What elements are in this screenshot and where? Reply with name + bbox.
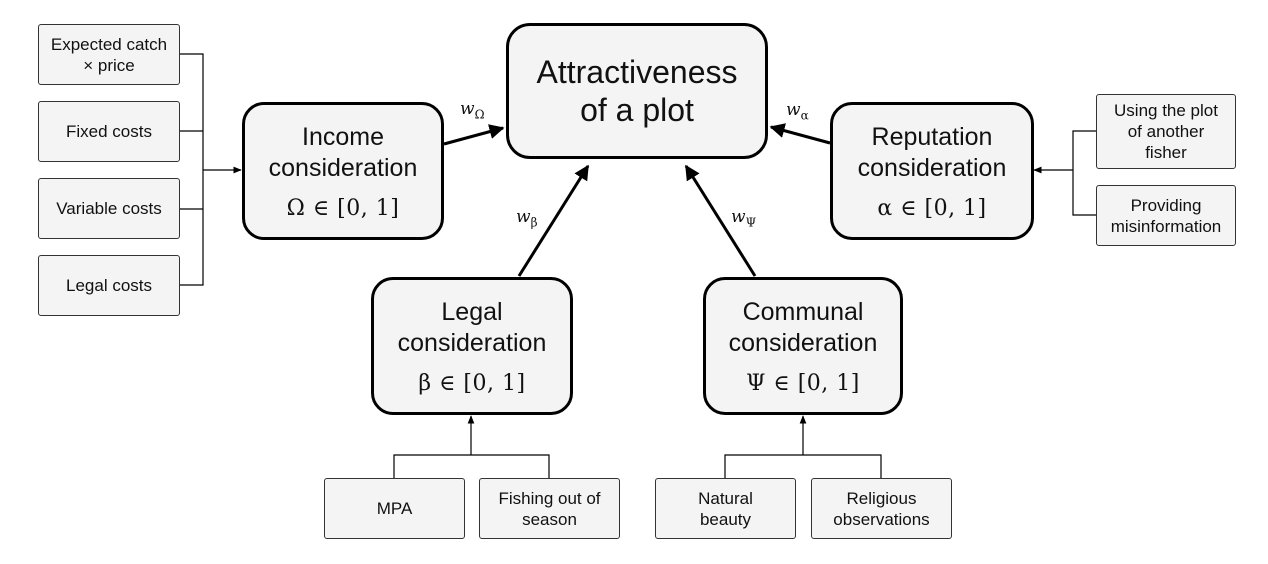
input-fixed-costs: Fixed costs [38,101,180,162]
reputation-consideration-box: Reputation consideration α ∈ [0, 1] [830,102,1034,240]
income-inputs-bracket [180,53,242,286]
communal-consideration-box: Communal consideration Ψ ∈ [0, 1] [703,277,903,415]
communal-weight-label: wΨ [731,207,757,230]
input-fishing-out-of-season: Fishing out of season [479,478,620,539]
input-religious-observations: Religious observations [811,478,952,539]
input-legal-costs: Legal costs [38,255,180,316]
income-title: Income consideration [268,122,418,182]
reputation-weight-arrow [769,123,831,145]
legal-weight-arrow [517,164,590,277]
legal-inputs-bracket [393,415,550,478]
income-weight-arrow [443,124,505,146]
income-consideration-box: Income consideration Ω ∈ [0, 1] [242,102,444,240]
communal-formula: Ψ ∈ [0, 1] [746,370,860,396]
communal-inputs-bracket [724,415,882,478]
weighted-arrows [443,123,831,277]
input-mpa: MPA [324,478,465,539]
input-expected-catch-price: Expected catch × price [38,24,180,85]
attractiveness-title: Attractiveness of a plot [536,54,738,128]
legal-title: Legal consideration [397,297,547,357]
reputation-formula: α ∈ [0, 1] [877,195,987,221]
income-formula: Ω ∈ [0, 1] [286,195,400,221]
communal-title: Communal consideration [728,297,878,357]
legal-consideration-box: Legal consideration β ∈ [0, 1] [371,277,573,415]
attractiveness-box: Attractiveness of a plot [506,23,768,159]
reputation-inputs-bracket [1033,130,1096,216]
income-weight-label: wΩ [460,99,485,122]
legal-formula: β ∈ [0, 1] [418,370,526,396]
input-variable-costs: Variable costs [38,178,180,239]
input-natural-beauty: Natural beauty [655,478,796,539]
communal-weight-arrow [684,164,757,277]
reputation-weight-label: wα [786,100,809,123]
legal-weight-label: wβ [516,207,538,230]
reputation-title: Reputation consideration [857,122,1007,182]
input-using-plot-of-another-fisher: Using the plot of another fisher [1096,94,1236,169]
input-providing-misinformation: Providing misinformation [1096,185,1236,246]
